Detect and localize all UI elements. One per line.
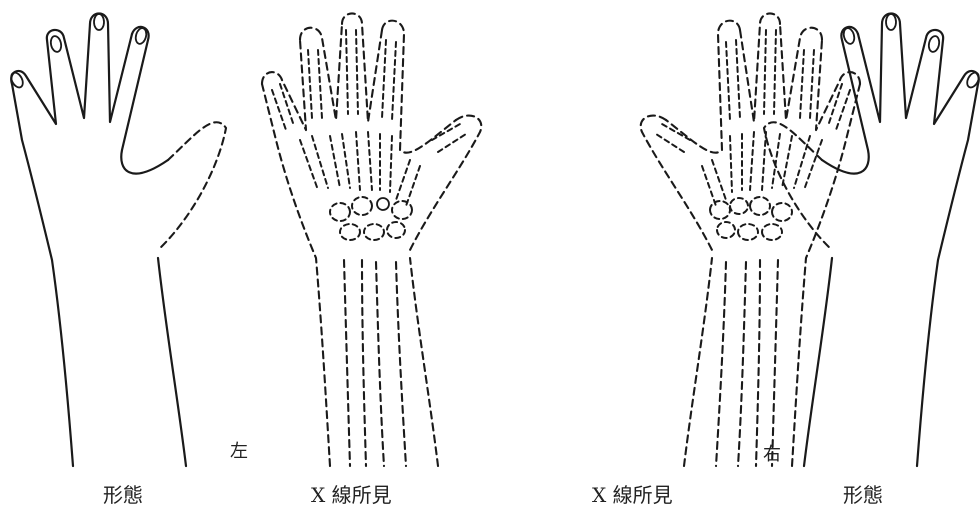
right-hand-outline (764, 14, 980, 467)
left-hand-xray (262, 14, 481, 467)
caption-left-xray: X 線所見 (311, 485, 392, 505)
right-hand-xray (641, 14, 860, 467)
side-label-left: 左 (230, 443, 248, 461)
caption-right-appearance: 形態 (843, 485, 883, 505)
left-hand-outline (9, 14, 226, 467)
side-label-right: 右 (763, 446, 781, 464)
caption-right-xray: X 線所見 (592, 485, 673, 505)
caption-left-appearance: 形態 (103, 485, 143, 505)
